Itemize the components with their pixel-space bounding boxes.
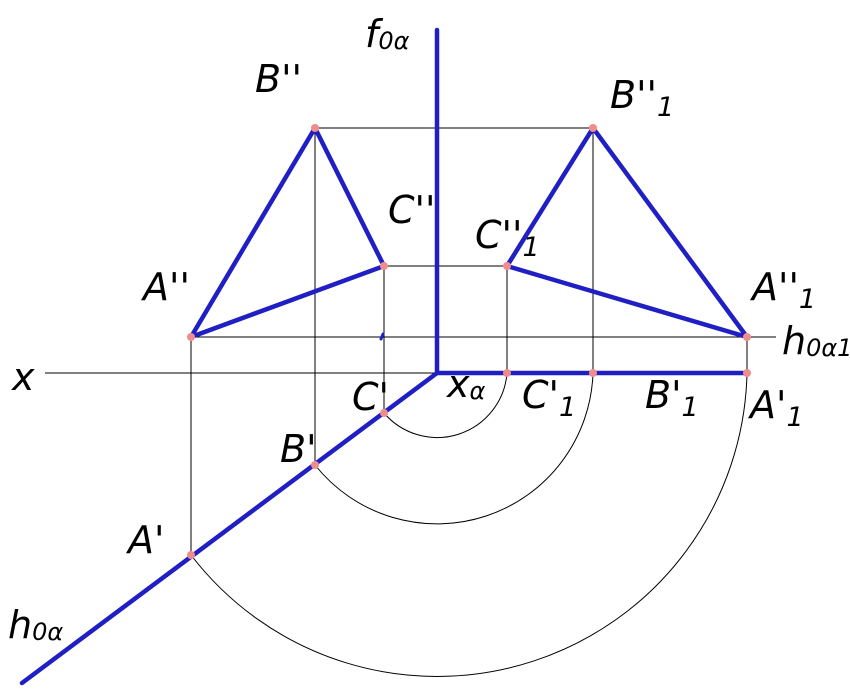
point-c11-marker [503, 369, 511, 377]
label-h0a1: h0α1 [782, 319, 850, 363]
label-c1: C' [352, 375, 389, 419]
rotation-arc-a [190, 372, 748, 677]
point-c2-marker [380, 262, 388, 270]
label-c21: C''1 [475, 213, 540, 263]
label-a2: A'' [140, 265, 190, 309]
label-b2: B'' [255, 57, 302, 101]
short-tick-mark [379, 332, 385, 341]
main-lines [19, 27, 750, 686]
triangle-b21-c21-edge [504, 125, 596, 269]
point-a1-marker [187, 551, 195, 559]
point-c21-marker [503, 262, 511, 270]
rotation-arc-c [383, 372, 508, 439]
rotation-arc-b [314, 372, 594, 525]
point-c1-marker [380, 409, 388, 417]
triangle-c21-a21-edge [504, 263, 750, 340]
label-a21: A''1 [749, 265, 816, 315]
h0a-trace-line [19, 370, 440, 686]
point-b21-marker [589, 124, 597, 132]
triangle-a21-b21-edge [590, 125, 750, 340]
triangle-b2-c2-edge [312, 125, 387, 269]
triangle-c2-a2-edge [188, 263, 387, 340]
label-c11: C'1 [522, 373, 576, 423]
construction-lines [45, 127, 776, 677]
label-a11: A'1 [747, 383, 804, 433]
point-a11-marker [743, 369, 751, 377]
labels: f0α B'' B''1 C'' C''1 A'' A''1 h0α1 x xα… [8, 12, 850, 647]
label-f0a: f0α [365, 12, 410, 56]
point-a2-marker [187, 333, 195, 341]
point-b11-marker [589, 369, 597, 377]
point-a21-marker [743, 333, 751, 341]
point-b2-marker [311, 124, 319, 132]
label-h0a: h0α [8, 603, 63, 647]
label-c2: C'' [388, 188, 435, 232]
point-markers [187, 124, 751, 559]
point-b1-marker [311, 461, 319, 469]
label-b1: B' [280, 427, 317, 471]
label-b11: B'1 [645, 373, 699, 423]
triangle-a2-b2-edge [188, 125, 318, 340]
label-a1: A' [125, 518, 164, 562]
label-x: x [11, 355, 35, 399]
label-b21: B''1 [610, 73, 674, 123]
label-xa: xα [446, 362, 486, 406]
